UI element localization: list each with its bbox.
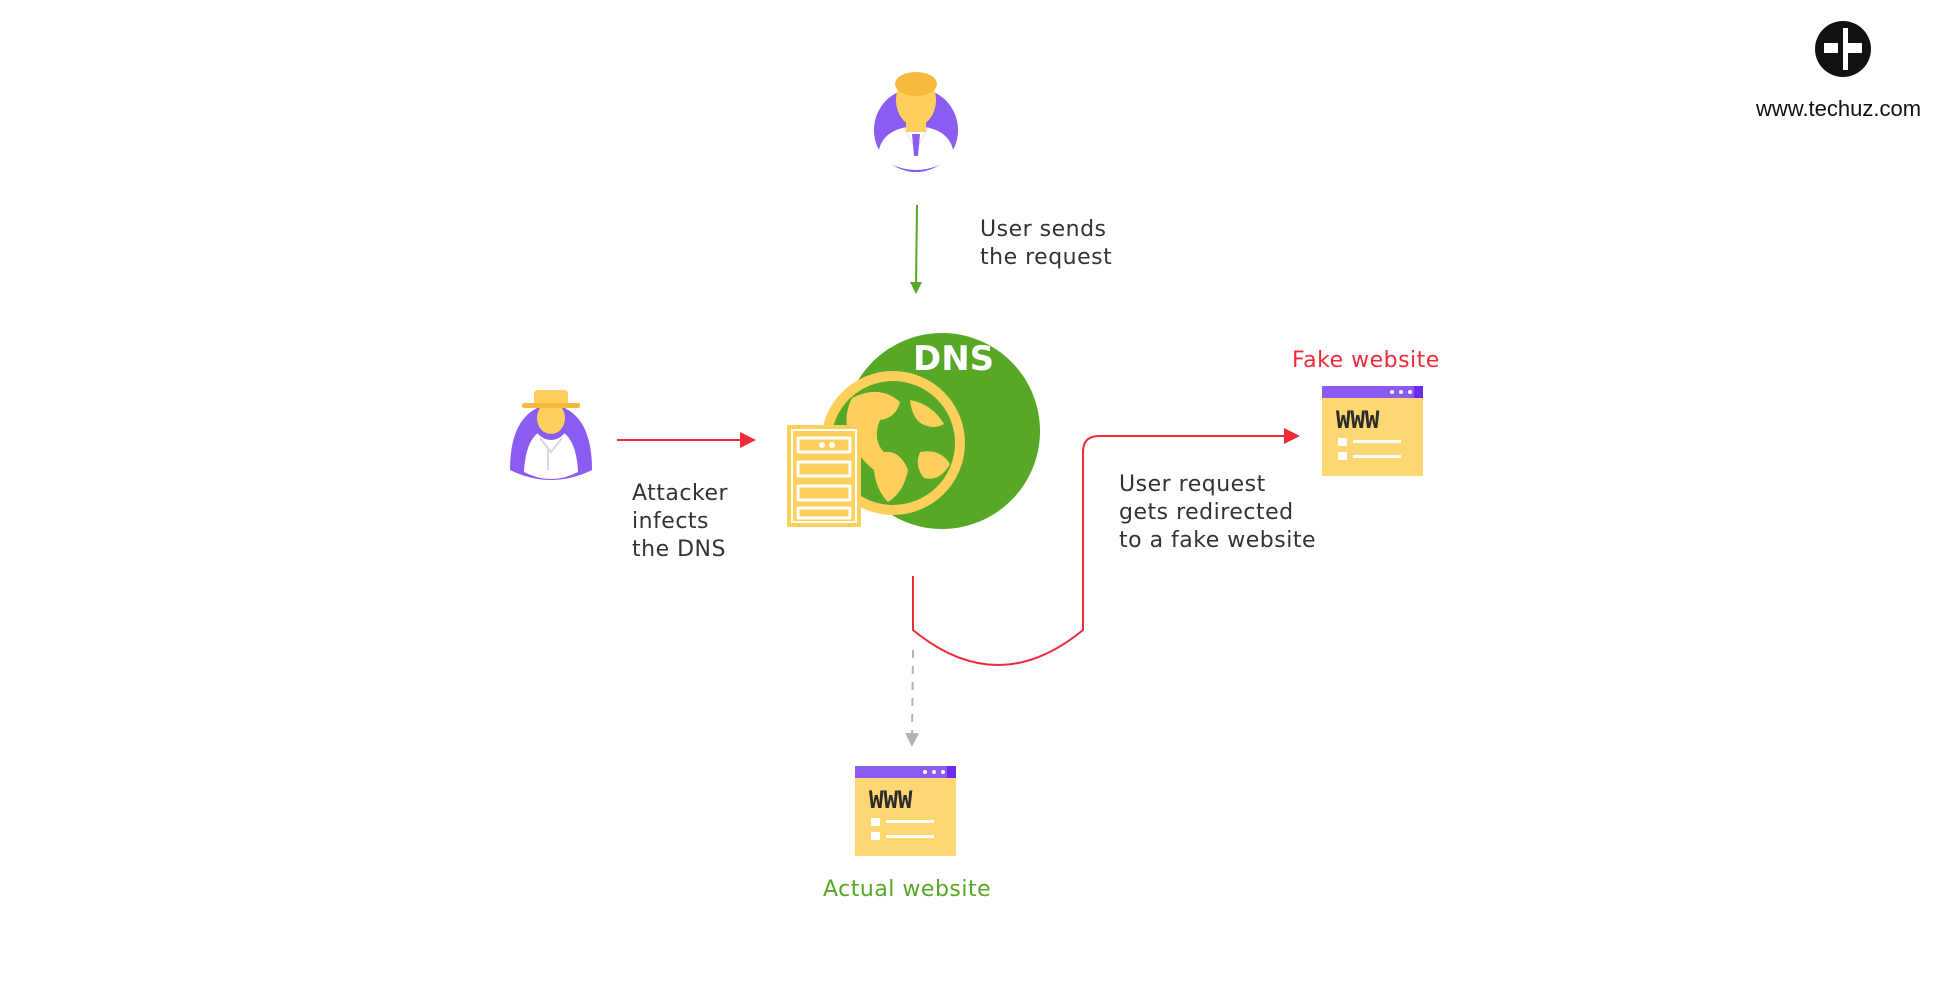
dns-to-actual-arrow <box>905 649 920 747</box>
label-line: the DNS <box>632 537 726 562</box>
actual-website-browser-icon: WWW <box>855 766 956 856</box>
label-line: Attacker <box>632 481 729 506</box>
attacker-infects-label: Attacker infects the DNS <box>632 480 728 564</box>
fake-website-browser-icon: WWW <box>1322 386 1423 476</box>
label-line: User sends <box>980 217 1107 242</box>
redirect-to-fake-arrow <box>912 428 1300 666</box>
label-line: the request <box>980 245 1113 270</box>
actual-website-label: Actual website <box>823 877 992 902</box>
label-line: infects <box>632 509 710 534</box>
redirect-label: User request gets redirected to a fake w… <box>1119 471 1316 555</box>
user-sends-request-label: User sends the request <box>980 216 1112 272</box>
server-rack-icon <box>787 425 861 527</box>
user-avatar-icon <box>874 72 958 172</box>
label-line: gets redirected <box>1119 500 1294 525</box>
cross-circle-logo-icon <box>1815 21 1871 77</box>
brand-url[interactable]: www.techuz.com <box>1756 96 1922 121</box>
fake-www-text: WWW <box>1336 406 1380 434</box>
user-to-dns-arrow <box>910 204 923 294</box>
label-line: User request <box>1119 472 1266 497</box>
dns-server-group: DNS <box>787 333 1040 529</box>
hacker-avatar-icon <box>510 390 592 480</box>
label-line: to a fake website <box>1119 528 1316 553</box>
fake-website-label: Fake website <box>1292 348 1440 373</box>
dns-label: DNS <box>913 339 994 379</box>
actual-www-text: WWW <box>869 786 913 814</box>
